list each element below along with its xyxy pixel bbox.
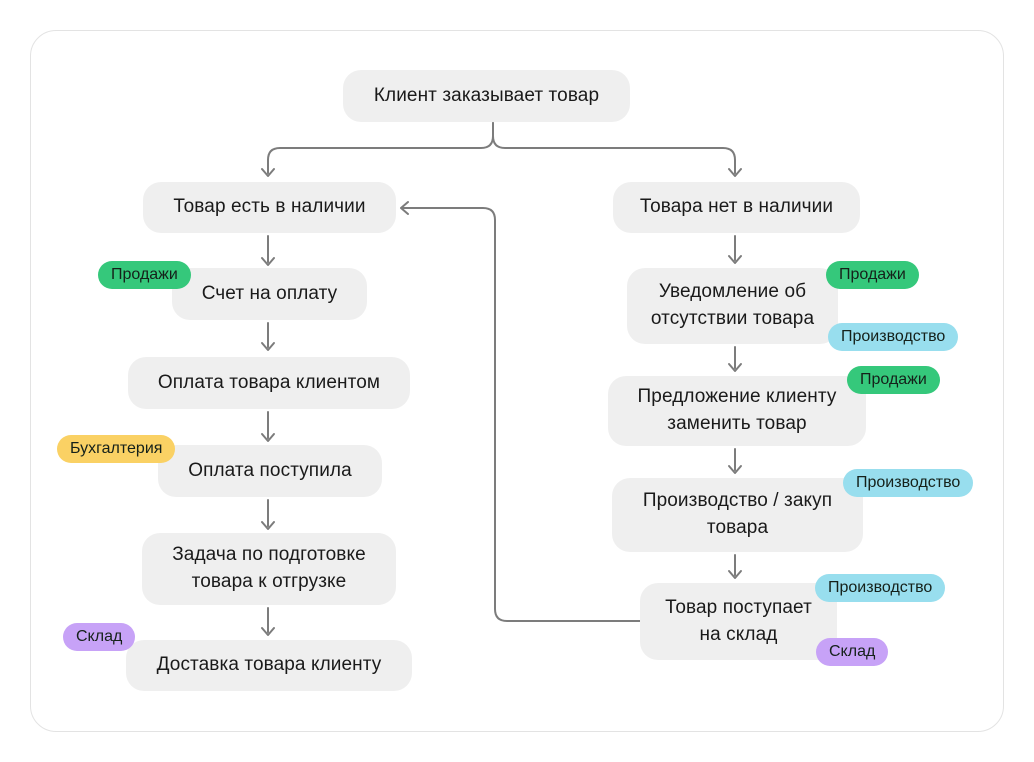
node-in-stock[interactable]: Товар есть в наличии (143, 182, 396, 233)
badge-warehouse[interactable]: Склад (816, 638, 889, 666)
badge-production[interactable]: Производство (828, 323, 959, 351)
node-arrive-warehouse[interactable]: Товар поступает на склад (640, 583, 837, 660)
badge-warehouse[interactable]: Склад (63, 623, 136, 651)
node-payment[interactable]: Оплата товара клиентом (128, 357, 410, 409)
badge-sales[interactable]: Продажи (826, 261, 919, 289)
node-invoice[interactable]: Счет на оплату (172, 268, 367, 320)
badge-accounting[interactable]: Бухгалтерия (57, 435, 176, 463)
node-produce-purchase[interactable]: Производство / закуп товара (612, 478, 863, 552)
node-notify-absence[interactable]: Уведомление об отсутствии товара (627, 268, 838, 344)
node-out-of-stock[interactable]: Товара нет в наличии (613, 182, 860, 233)
badge-production[interactable]: Производство (815, 574, 946, 602)
node-offer-replace[interactable]: Предложение клиенту заменить товар (608, 376, 866, 446)
badge-sales[interactable]: Продажи (98, 261, 191, 289)
node-client-order[interactable]: Клиент заказывает товар (343, 70, 630, 122)
node-delivery[interactable]: Доставка товара клиенту (126, 640, 412, 691)
node-payment-received[interactable]: Оплата поступила (158, 445, 382, 497)
badge-production[interactable]: Производство (843, 469, 974, 497)
badge-sales[interactable]: Продажи (847, 366, 940, 394)
node-prepare-task[interactable]: Задача по подготовке товара к отгрузке (142, 533, 396, 605)
